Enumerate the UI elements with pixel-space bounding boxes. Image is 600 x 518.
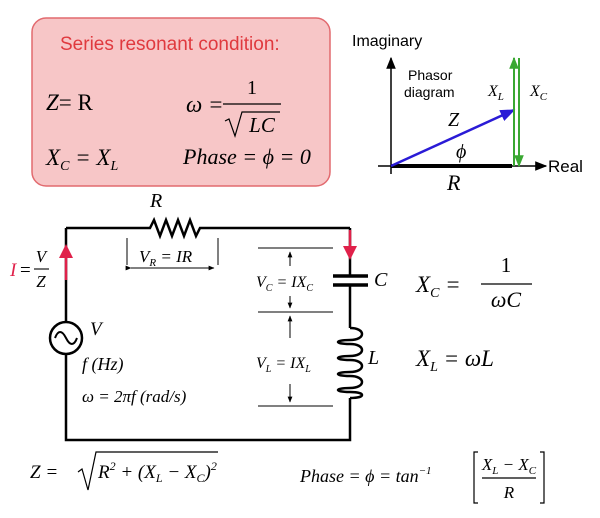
z-equals-r: Z= R bbox=[46, 90, 94, 115]
xl-phasor-label: XL bbox=[487, 83, 504, 103]
xc-formula-lhs: XC = bbox=[415, 272, 461, 301]
resistor-label: R bbox=[149, 190, 162, 212]
current-symbol: I bbox=[9, 260, 18, 281]
vr-equation: VR = IR bbox=[139, 247, 193, 269]
phase-formula-lhs: Phase = ϕ = tan−1 bbox=[299, 465, 432, 486]
phi-label: ϕ bbox=[456, 141, 466, 163]
phase-formula-denominator: R bbox=[503, 483, 515, 502]
omega-definition: ω = 2πf (rad/s) bbox=[82, 387, 187, 406]
current-arrowhead-left bbox=[59, 244, 73, 258]
impedance-sqrt-sign bbox=[77, 451, 218, 491]
current-numerator: V bbox=[36, 247, 49, 266]
current-denominator: Z bbox=[36, 272, 46, 291]
vl-equation: VL = IXL bbox=[256, 355, 311, 375]
current-arrowhead-right bbox=[343, 246, 357, 260]
xc-phasor-label: XC bbox=[529, 83, 548, 103]
ac-wave-icon bbox=[54, 331, 78, 345]
impedance-formula-lhs: Z = bbox=[30, 462, 58, 483]
ac-source bbox=[48, 320, 84, 356]
phasor-caption-line2: diagram bbox=[404, 84, 455, 100]
xc-equals-xl: XC = XL bbox=[45, 145, 118, 174]
omega-lhs: ω = bbox=[186, 92, 224, 117]
z-phasor bbox=[390, 108, 516, 168]
phase-formula-numerator: XL − XC bbox=[481, 455, 537, 477]
inductor-coil bbox=[336, 326, 364, 400]
condition-box-background bbox=[31, 17, 331, 187]
capacitor-label: C bbox=[374, 269, 388, 291]
phasor-caption-line1: Phasor bbox=[408, 67, 453, 83]
current-equals: = bbox=[20, 260, 31, 281]
top-wire-with-resistor bbox=[66, 216, 350, 240]
sqrt-sign bbox=[224, 111, 280, 138]
imaginary-label: Imaginary bbox=[352, 33, 422, 50]
r-phasor-label: R bbox=[446, 170, 461, 195]
real-label: Real bbox=[548, 157, 583, 176]
condition-title: Series resonant condition: bbox=[60, 34, 280, 55]
xc-formula-denominator: ωC bbox=[491, 287, 522, 312]
impedance-formula-radicand: R2 + (XL − XC)2 bbox=[97, 459, 217, 485]
source-voltage-label: V bbox=[90, 319, 104, 340]
phase-bracket-left bbox=[473, 451, 478, 504]
omega-denominator: LC bbox=[248, 113, 276, 137]
phase-bracket-right bbox=[540, 451, 545, 504]
z-phasor-label: Z bbox=[448, 109, 460, 131]
voltage-dimension-lines bbox=[258, 247, 333, 407]
phasor-diagram: Imaginary Real Phasor diagram Z ϕ R XL X… bbox=[352, 33, 583, 195]
xl-formula: XL = ωL bbox=[415, 346, 494, 375]
xc-formula-numerator: 1 bbox=[501, 253, 512, 277]
omega-numerator: 1 bbox=[247, 77, 257, 99]
bottom-wire bbox=[64, 354, 352, 442]
vc-equation: VC = IXC bbox=[256, 274, 313, 294]
resonant-condition-box: Series resonant condition: Z= R ω = 1 LC… bbox=[31, 17, 331, 187]
frequency-label: f (Hz) bbox=[82, 354, 124, 375]
inductor-label: L bbox=[367, 347, 379, 369]
phase-equals-zero: Phase = ϕ = 0 bbox=[182, 144, 311, 169]
